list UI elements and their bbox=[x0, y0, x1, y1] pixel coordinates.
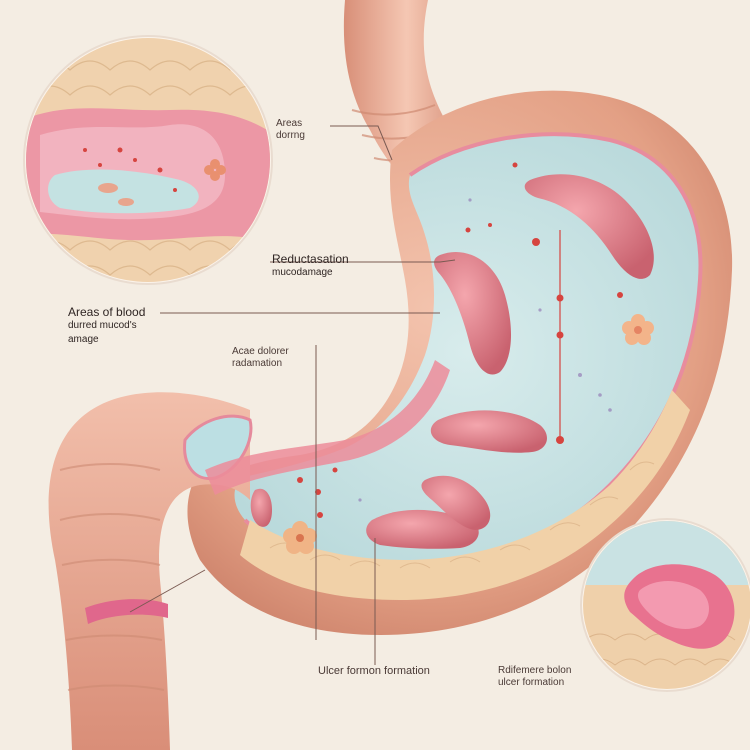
label-areas-top-line2: dorrng bbox=[276, 130, 305, 141]
magnified-view-top-left bbox=[23, 35, 273, 285]
duodenum bbox=[48, 392, 250, 750]
label-acae-dolorer: Acae dolorer radamation bbox=[232, 346, 289, 370]
label-ulcer-formation-center: Ulcer formon formation bbox=[318, 665, 430, 677]
inflammation-cell-right bbox=[622, 314, 654, 345]
label-ulcer-formation-right-line2: ulcer formation bbox=[498, 677, 565, 688]
fold-left-small bbox=[250, 488, 272, 527]
antrum-fold-band bbox=[205, 360, 450, 495]
label-areas-of-blood: Areas of blood durred mucod's amage bbox=[68, 305, 145, 347]
duodenum-band bbox=[85, 599, 168, 624]
label-acae-dolorer-line2: radamation bbox=[232, 358, 283, 369]
fold-upper-right bbox=[524, 174, 654, 279]
fold-lower bbox=[366, 509, 479, 549]
leader-lines bbox=[129, 125, 456, 665]
duodenum-rings bbox=[59, 463, 165, 691]
label-areas-top-line1: Areas bbox=[276, 118, 303, 129]
fold-middle bbox=[430, 410, 547, 453]
label-areas-top: Areas dorrng bbox=[276, 118, 305, 142]
tissue-cells bbox=[269, 461, 655, 569]
label-acae-dolorer-line1: Acae dolorer bbox=[232, 346, 289, 357]
label-reductasation-line1: Reductasation bbox=[272, 252, 349, 266]
small-particles bbox=[358, 198, 612, 502]
label-reductasation: Reductasation mucodamage bbox=[272, 252, 349, 280]
label-reductasation-line2: mucodamage bbox=[272, 267, 333, 278]
inflammation-cell-lower bbox=[283, 521, 317, 554]
fold-vertical bbox=[434, 251, 512, 375]
label-areas-of-blood-line1: Areas of blood bbox=[68, 305, 146, 319]
label-areas-of-blood-line3: amage bbox=[68, 334, 99, 345]
fold-lower-small bbox=[421, 475, 491, 530]
magnified-view-bottom-right bbox=[580, 518, 750, 692]
label-ulcer-formation-right-line1: Rdifemere bolon bbox=[498, 665, 572, 676]
label-areas-of-blood-line2: durred mucod's bbox=[68, 320, 137, 331]
label-ulcer-formation-right: Rdifemere bolon ulcer formation bbox=[498, 665, 571, 689]
tissue-layer bbox=[240, 390, 690, 600]
mucosal-folds bbox=[250, 174, 654, 549]
label-ulcer-formation-center-text: Ulcer formon formation bbox=[318, 665, 430, 677]
